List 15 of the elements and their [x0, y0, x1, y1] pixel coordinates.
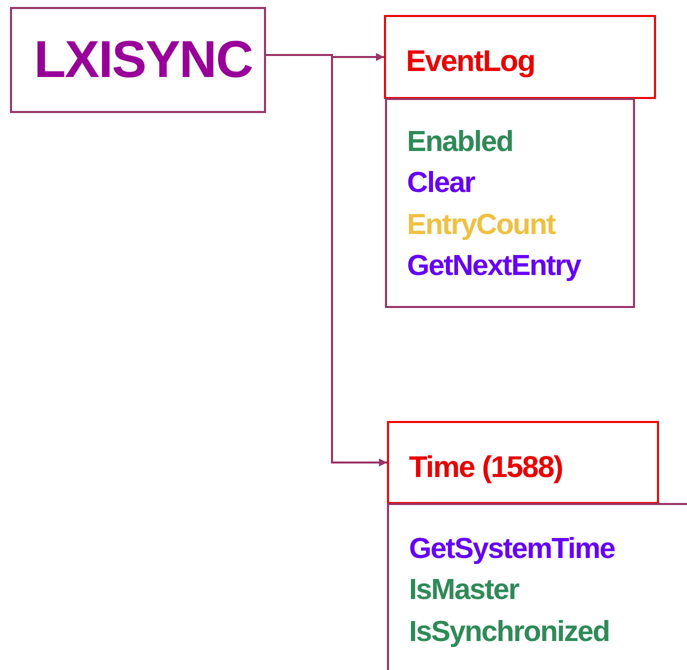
interface-name: EventLog: [406, 44, 535, 80]
member-name: EntryCount: [407, 208, 555, 243]
member-name: IsSynchronized: [409, 614, 610, 650]
interface-name: Time (1588): [409, 450, 563, 486]
member-name: GetSystemTime: [409, 532, 615, 567]
interface-box: [384, 15, 656, 99]
member-name: Clear: [407, 166, 475, 202]
class-box: [10, 7, 266, 113]
member-name: Enabled: [407, 125, 513, 160]
interface-box: [387, 421, 659, 504]
member-list-box: [385, 98, 635, 308]
member-list-box: [387, 503, 687, 670]
member-name: IsMaster: [409, 573, 519, 608]
member-name: GetNextEntry: [407, 249, 580, 284]
class-name: LXISYNC: [34, 30, 252, 91]
